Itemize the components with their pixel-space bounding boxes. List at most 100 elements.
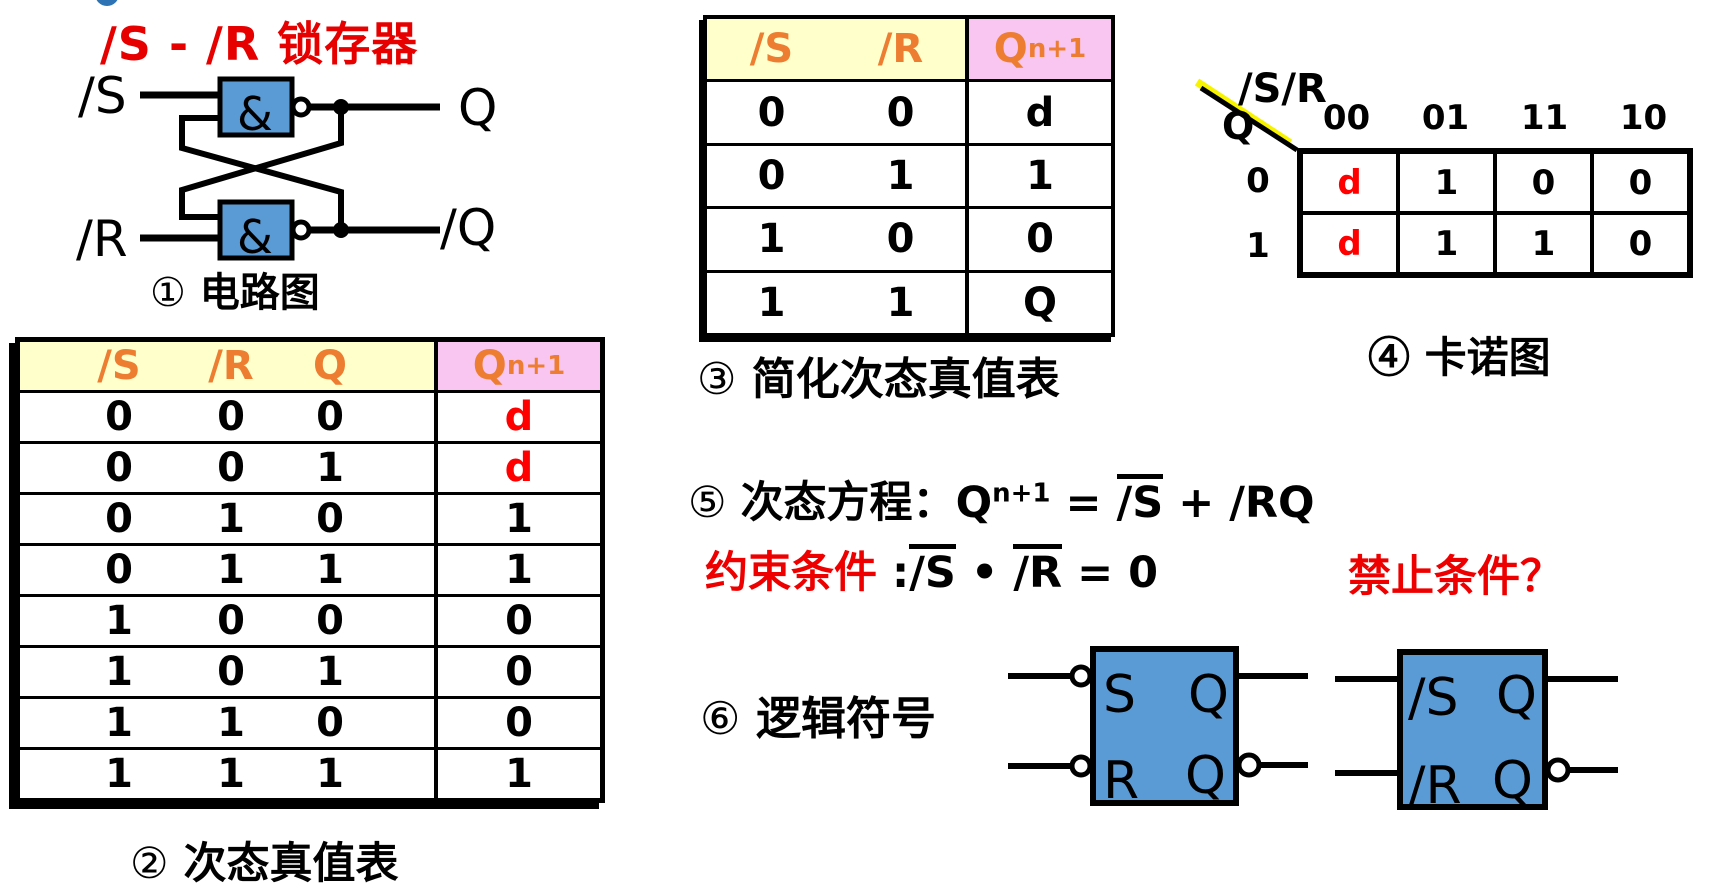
caption-logic-symbols: ⑥ 逻辑符号 xyxy=(700,692,937,745)
sym1-r-bubble xyxy=(1069,754,1093,778)
caption-number-1: ① xyxy=(150,270,186,316)
kmap-cell: 0 xyxy=(1592,213,1689,274)
kmap-col-00: 00 xyxy=(1322,98,1371,138)
out-value: 1 xyxy=(505,751,533,797)
circuit-input-s-label: /S xyxy=(78,67,127,125)
out-value: d xyxy=(504,394,534,440)
kmap-cell: 1 xyxy=(1398,213,1495,274)
sym1-q-label: Q xyxy=(1188,665,1229,725)
sym1-body xyxy=(1090,646,1239,806)
kmap-col-10: 10 xyxy=(1619,98,1668,138)
kmap-cell: 0 xyxy=(1592,152,1689,213)
caption-circuit-diagram: ① 电路图 xyxy=(150,270,320,316)
kmap-cell: 1 xyxy=(1398,152,1495,213)
header-r: /R xyxy=(877,26,924,73)
kmap-col-01: 01 xyxy=(1421,98,1470,138)
caption-number-4: ④ xyxy=(1368,333,1411,382)
overline-r-constraint: /R xyxy=(1013,544,1063,596)
header-q: Q xyxy=(312,343,347,389)
sym2-body xyxy=(1397,649,1548,810)
sym1-s-bubble xyxy=(1069,664,1093,688)
sym2-qb-label: Q xyxy=(1492,751,1533,811)
forbidden-condition-question: 禁止条件？ xyxy=(1348,552,1563,602)
kmap-row-1: 1 xyxy=(1246,225,1270,266)
inverter-bubble-bottom xyxy=(290,219,312,241)
header-s: /S xyxy=(749,26,794,73)
nand-gate-bottom-symbol: & xyxy=(237,210,273,264)
sym2-qb-bubble xyxy=(1545,757,1571,783)
caption-kmap: ④ 卡诺图 xyxy=(1368,333,1551,382)
kmap-column-headers: 00 01 11 10 xyxy=(1297,98,1693,138)
sym2-s-label: /S xyxy=(1408,668,1459,728)
kmap-left-axis-label: Q xyxy=(1222,104,1255,148)
wire-feedback-q-to-bottom-gate xyxy=(179,107,344,220)
out-value: 0 xyxy=(505,649,533,695)
kmap-grid: d 1 0 0 d 1 1 0 xyxy=(1297,148,1693,278)
out-value: 0 xyxy=(505,598,533,644)
kmap-row-headers: 0 1 xyxy=(1238,148,1278,278)
bullet-dot xyxy=(95,0,119,6)
constraint-label: 约束条件 xyxy=(705,548,877,598)
caption-truth-table: ② 次态真值表 xyxy=(130,839,399,889)
junction-dot-q xyxy=(333,99,349,115)
header-s: /S xyxy=(97,343,141,389)
equation-lhs: Q xyxy=(955,478,993,528)
overline-s-term: /S xyxy=(1116,474,1164,526)
sym1-qb-label: Q xyxy=(1185,746,1226,806)
truth-table-input-headers: /S /R Q xyxy=(20,342,434,390)
sym1-s-label: S xyxy=(1103,665,1136,725)
and-dot: • xyxy=(970,548,999,598)
out-value: 1 xyxy=(505,496,533,542)
sym2-r-label: /R xyxy=(1408,756,1462,816)
circuit-output-q-label: Q xyxy=(458,79,497,137)
sym1-r-label: R xyxy=(1103,751,1139,811)
kmap-cell: 0 xyxy=(1495,152,1592,213)
out-value: 1 xyxy=(505,547,533,593)
wire-feedback-qb-to-top-gate xyxy=(179,115,344,230)
equation-rq-term: /RQ xyxy=(1229,478,1315,528)
out-value: 0 xyxy=(505,700,533,746)
kmap-row-0: 0 xyxy=(1246,160,1270,201)
kmap-diagonal-stroke xyxy=(1199,85,1299,153)
sym1-qb-bubble xyxy=(1236,752,1262,778)
kmap-top-axis-label: /S/R xyxy=(1238,66,1327,112)
kmap-cell: d xyxy=(1301,213,1398,274)
caption-number-3: ③ xyxy=(697,354,737,405)
page-title: /S - /R 锁存器 xyxy=(100,17,419,71)
kmap-cell: d xyxy=(1301,152,1398,213)
sym2-q-label: Q xyxy=(1496,666,1537,726)
caption-number-2: ② xyxy=(130,839,169,889)
caption-simplified-table: ③ 简化次态真值表 xyxy=(697,354,1060,405)
out-value: d xyxy=(504,445,534,491)
constraint-equation: 约束条件 :/S • /R = 0 xyxy=(705,538,1158,600)
kmap-cell: 1 xyxy=(1495,213,1592,274)
nand-gate-top-symbol: & xyxy=(237,87,273,141)
caption-number-5: ⑤ xyxy=(688,478,727,528)
caption-number-6: ⑥ xyxy=(700,692,741,745)
sr-latch-circuit-diagram: /S & Q & /Q /R xyxy=(76,67,497,268)
latch-logic-symbols: S Q R Q /S Q /R Q xyxy=(1008,646,1618,816)
header-r: /R xyxy=(208,343,254,389)
kmap-col-11: 11 xyxy=(1520,98,1569,138)
junction-dot-qb xyxy=(333,222,349,238)
kmap-diagonal-line xyxy=(1194,78,1299,153)
circuit-output-qb-label: /Q xyxy=(440,199,496,257)
